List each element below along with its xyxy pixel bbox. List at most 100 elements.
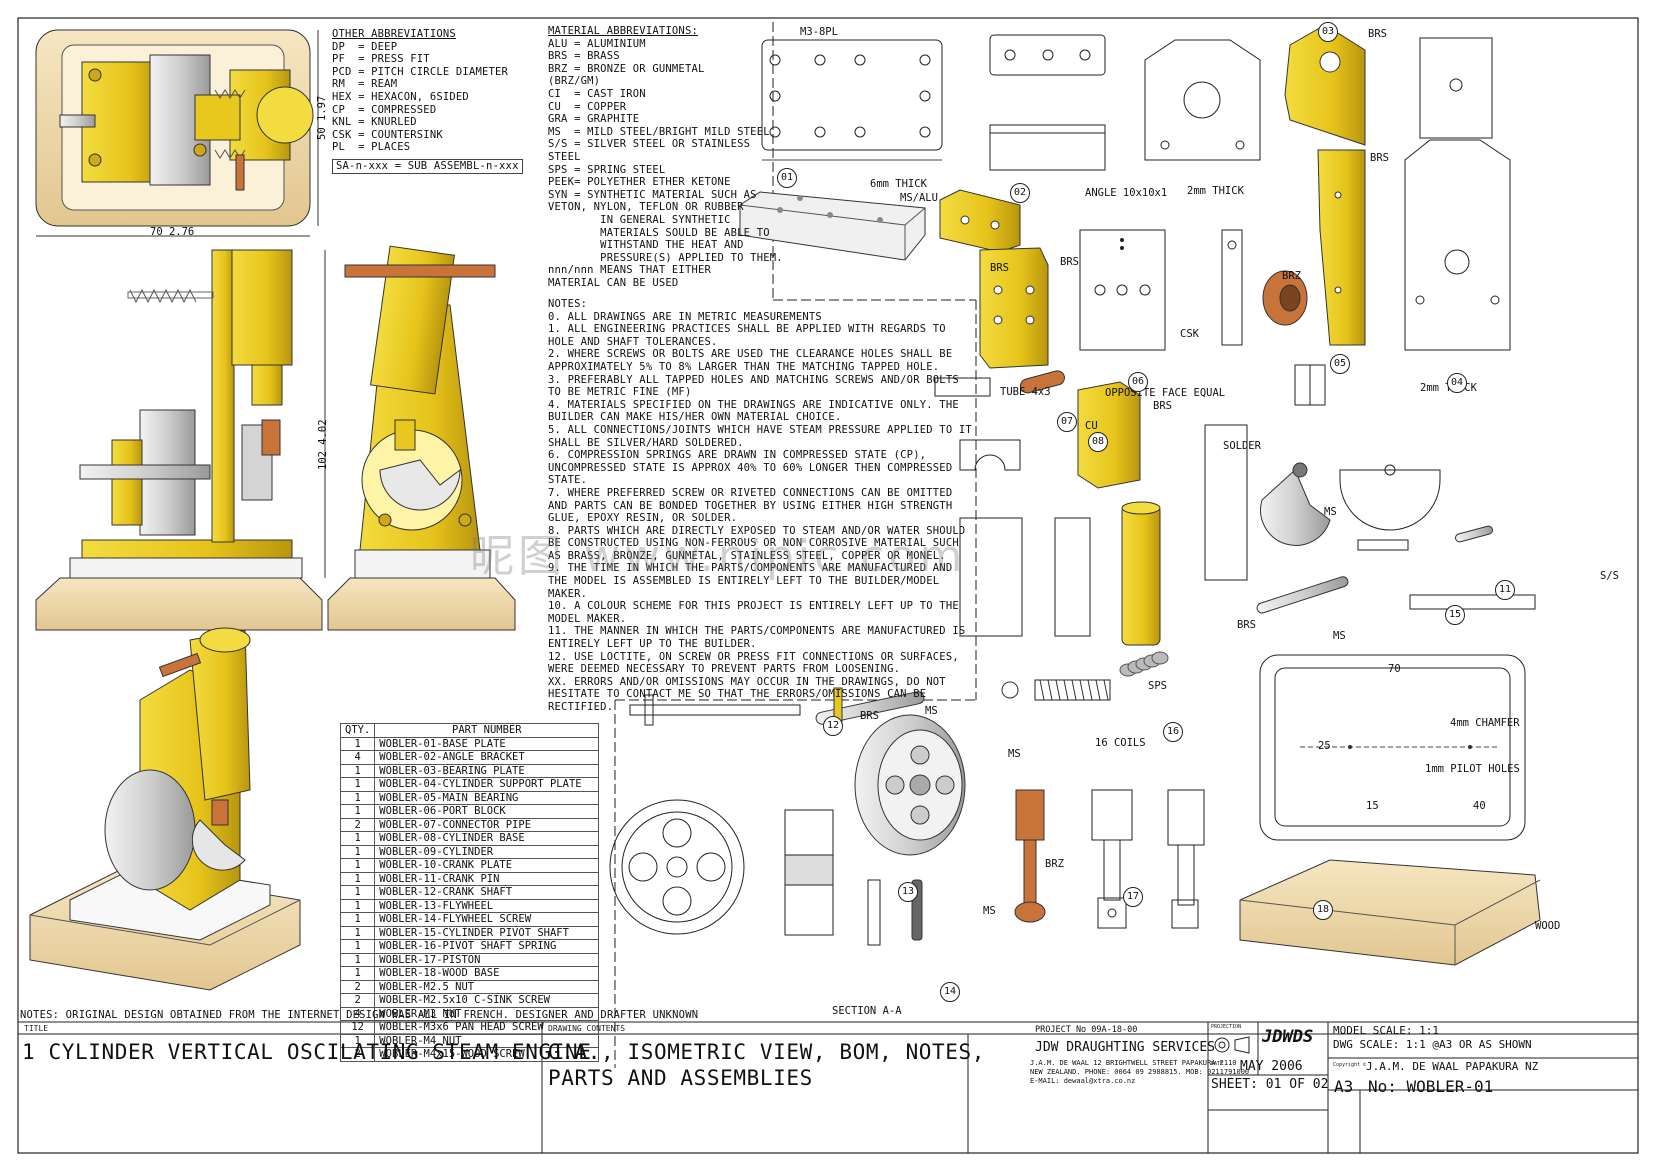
callout-03: 03 bbox=[1318, 22, 1338, 42]
part-05-main-bearing bbox=[1262, 270, 1326, 406]
material-item: PRESSURE(S) APPLIED TO THEM. bbox=[548, 251, 783, 264]
part-13-flywheel bbox=[609, 714, 966, 936]
material-item: MATERIAL CAN BE USED bbox=[548, 276, 679, 289]
watermark: 昵图 www.nipic.com bbox=[470, 531, 967, 582]
bom-qty: 1 bbox=[339, 736, 376, 751]
part-18-wood-base bbox=[1239, 654, 1541, 966]
bom-qty: 1 bbox=[339, 844, 376, 859]
callout-05: 05 bbox=[1330, 354, 1350, 374]
top-view-width-dim: 70 2.76 bbox=[150, 226, 195, 238]
label-p12-mat: BRS bbox=[860, 710, 879, 722]
note-item: 6. COMPRESSION SPRINGS ARE DRAWN IN COMP… bbox=[548, 449, 953, 487]
material-abbreviations-title: MATERIAL ABBREVIATIONS: bbox=[548, 25, 698, 37]
date-label: DATE bbox=[1211, 1061, 1224, 1067]
part-15-pivot-shaft bbox=[1256, 576, 1536, 614]
front-view-assembly bbox=[35, 249, 326, 631]
material-item: MATERIALS SOULD BE ABLE TO bbox=[548, 226, 770, 239]
bom-part-number: WOBLER-M2.5x10 C-SINK SCREW bbox=[374, 993, 600, 1008]
bom-qty: 2 bbox=[339, 1047, 376, 1062]
bom-part-number: WOBLER-09-CYLINDER bbox=[374, 844, 600, 859]
part-10-crank-plate bbox=[1260, 462, 1441, 546]
note-item: 2. WHERE SCREWS OR BOLTS ARE USED THE CL… bbox=[548, 348, 953, 373]
note-item: XX. ERRORS AND/OR OMISSIONS MAY OCCUR IN… bbox=[548, 675, 946, 713]
material-item: BRZ = BRONZE OR GUNMETAL bbox=[548, 62, 705, 75]
bom-part-number: WOBLER-13-FLYWHEEL bbox=[374, 898, 600, 913]
label-p11-mat: S/S bbox=[1600, 570, 1619, 582]
copyright: J.A.M. DE WAAL PAPAKURA NZ bbox=[1366, 1060, 1539, 1073]
model-scale: MODEL SCALE: 1:1 bbox=[1333, 1024, 1439, 1037]
label-p06-mat: BRS bbox=[1060, 256, 1079, 268]
part-17-piston bbox=[1014, 789, 1205, 929]
note-item: 1. ALL ENGINEERING PRACTICES SHALL BE AP… bbox=[548, 323, 946, 348]
bom-part-number: WOBLER-01-BASE PLATE bbox=[374, 736, 600, 751]
bom-part-number: WOBLER-03-BEARING PLATE bbox=[374, 763, 600, 778]
dim-15: 15 bbox=[1366, 800, 1379, 812]
bom-qty: 2 bbox=[339, 979, 376, 994]
bom-qty: 2 bbox=[339, 993, 376, 1008]
abbr-item: RM = REAM bbox=[332, 78, 398, 91]
material-item: SPS = SPRING STEEL bbox=[548, 163, 666, 176]
material-item: STEEL bbox=[548, 150, 581, 163]
company-name: JDW DRAUGHTING SERVICES bbox=[1035, 1040, 1216, 1055]
note-item: 3. PREFERABLY ALL TAPPED HOLES AND MATCH… bbox=[548, 373, 959, 399]
bom-part-number: WOBLER-M3 NUT bbox=[374, 1006, 600, 1021]
label-p13-section: SECTION A-A bbox=[832, 1005, 902, 1017]
label-p02: ANGLE 10x10x1 bbox=[1085, 187, 1168, 199]
material-item: (BRZ/GM) bbox=[548, 75, 601, 88]
bom-qty: 1 bbox=[339, 871, 376, 886]
bom-part-number: WOBLER-14-FLYWHEEL SCREW bbox=[374, 912, 600, 927]
note-item: 0. ALL DRAWINGS ARE IN METRIC MEASUREMEN… bbox=[548, 310, 822, 323]
note-item: 7. WHERE PREFERRED SCREW OR RIVETED CONN… bbox=[548, 486, 953, 525]
part-04-cylinder-support bbox=[1317, 37, 1511, 351]
sub-assembly-note: SA-n-xxx = SUB ASSEMBL-n-xxx bbox=[332, 158, 523, 174]
label-p01-mat: MS/ALU bbox=[900, 192, 938, 204]
label-p16-coils: 16 COILS bbox=[1095, 737, 1146, 749]
notes-section: NOTES: 0. ALL DRAWINGS ARE IN METRIC MEA… bbox=[548, 298, 976, 714]
part-07-connector-pipe bbox=[934, 370, 1065, 397]
contents-line1: G.A., ISOMETRIC VIEW, BOM, NOTES, bbox=[548, 1040, 986, 1064]
bom-qty: 1 bbox=[339, 777, 376, 792]
note-item: 4. MATERIALS SPECIFIED ON THE DRAWINGS A… bbox=[548, 398, 959, 424]
label-p18-mat: WOOD bbox=[1535, 920, 1561, 932]
label-p17-mat: BRZ bbox=[1045, 858, 1064, 870]
callout-04: 04 bbox=[1447, 373, 1467, 393]
material-item: PEEK= POLYETHER ETHER KETONE bbox=[548, 176, 731, 189]
material-item: nnn/nnn MEANS THAT EITHER bbox=[548, 264, 712, 277]
label-p15-mat: MS bbox=[1333, 630, 1346, 642]
material-item: WITHSTAND THE HEAT AND bbox=[548, 239, 744, 252]
label-p06-face: OPPOSITE FACE EQUAL bbox=[1105, 387, 1226, 399]
title-label: TITLE bbox=[24, 1024, 49, 1033]
abbr-item: PL = PLACES bbox=[332, 141, 411, 154]
label-p04-mat: BRS bbox=[1370, 152, 1389, 164]
material-item: CU = COPPER bbox=[548, 100, 627, 113]
label-p14-mat: MS bbox=[983, 905, 996, 917]
drawing-number: No: WOBLER-01 bbox=[1368, 1077, 1494, 1096]
bom-qty: 2 bbox=[339, 817, 376, 832]
bom-part-number: WOBLER-02-ANGLE BRACKET bbox=[374, 750, 600, 765]
bom-part-number: WOBLER-M2.5 NUT bbox=[374, 979, 600, 994]
part-09-cylinder bbox=[959, 424, 1248, 646]
label-p08-mat: BRS bbox=[1153, 400, 1172, 412]
part-08-cylinder-base bbox=[959, 381, 1141, 489]
callout-12: 12 bbox=[823, 716, 843, 736]
material-item: CI = CAST IRON bbox=[548, 87, 646, 100]
bom-part-number: WOBLER-M3x6 PAN HEAD SCREW bbox=[374, 1020, 600, 1035]
other-abbreviations-title: OTHER ABBREVIATIONS bbox=[332, 28, 456, 40]
projection-label: PROJECTION bbox=[1211, 1024, 1242, 1030]
dim-25: 25 bbox=[1318, 740, 1331, 752]
footer-note: NOTES: ORIGINAL DESIGN OBTAINED FROM THE… bbox=[20, 1009, 699, 1021]
dim-70: 70 bbox=[1388, 663, 1401, 675]
label-p03-mat: BRS bbox=[1368, 28, 1387, 40]
callout-07: 07 bbox=[1057, 412, 1077, 432]
